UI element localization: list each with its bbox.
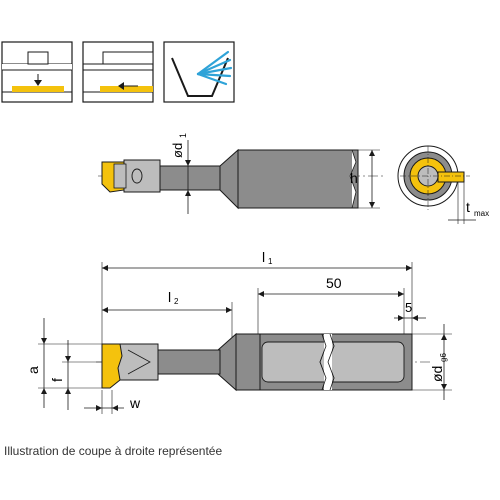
w-label: w <box>129 395 141 411</box>
end-view <box>397 145 476 224</box>
d1-subscript: 1 <box>178 133 188 138</box>
f-label: f <box>49 378 65 382</box>
dim-5-label: 5 <box>405 300 412 315</box>
caption-text: Illustration de coupe à droite représent… <box>4 444 223 458</box>
side-view-tool <box>38 318 452 414</box>
l1-dimension <box>101 262 413 346</box>
dg6-subscript: g6 <box>439 353 448 362</box>
a-label: a <box>25 366 41 374</box>
plunge-grooving-icon <box>1 41 73 103</box>
dim-50 <box>257 288 405 336</box>
dim-50-label: 50 <box>326 275 342 291</box>
l1-subscript: 1 <box>268 257 273 266</box>
dim-5 <box>394 315 426 321</box>
l2-subscript: 2 <box>174 297 179 306</box>
h-label: h <box>350 170 358 186</box>
technical-drawing: ød 1 h t max l 1 l 2 <box>1 41 489 414</box>
dg6-label: ød <box>429 366 445 382</box>
top-view-tool <box>98 140 385 214</box>
l2-label: l <box>168 289 171 305</box>
l2-dimension <box>102 302 233 340</box>
tmax-label: t <box>466 199 470 215</box>
l1-label: l <box>262 249 265 265</box>
tmax-subscript: max <box>474 209 489 218</box>
d1-label: ød <box>170 143 185 158</box>
axial-turning-icon <box>82 41 154 103</box>
internal-coolant-icon <box>163 41 235 103</box>
